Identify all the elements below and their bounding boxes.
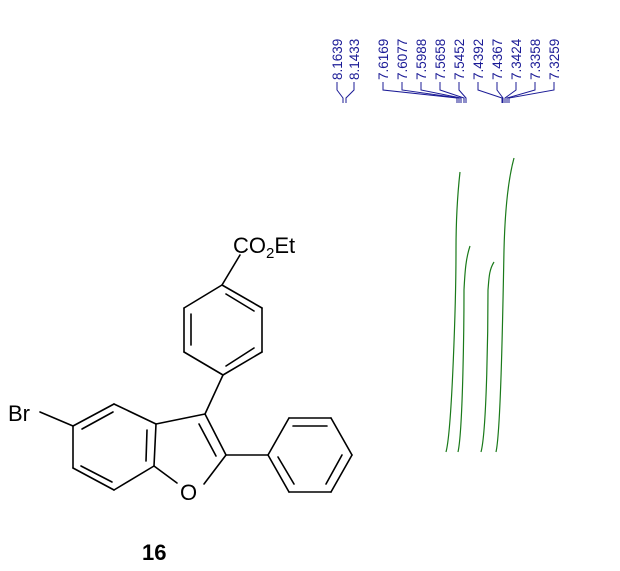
nmr-peak-label: 7.6077 bbox=[395, 39, 410, 80]
nmr-peak-leader bbox=[508, 82, 555, 103]
chemical-structure bbox=[39, 254, 353, 493]
nmr-peak-leader bbox=[496, 82, 504, 103]
nmr-peak-leader bbox=[477, 82, 503, 103]
nmr-peak-leader bbox=[506, 82, 536, 103]
nmr-peak-label: 7.3424 bbox=[509, 38, 524, 80]
ester-label: CO2Et bbox=[233, 233, 295, 262]
nmr-peak-label: 7.3358 bbox=[528, 39, 543, 80]
nmr-peak-leader-lines bbox=[336, 82, 555, 103]
nmr-peak-label: 7.6169 bbox=[376, 39, 391, 80]
integral-curve-2 bbox=[457, 245, 471, 453]
integral-curve-3 bbox=[480, 261, 495, 453]
ring-oxygen-label: O bbox=[180, 480, 197, 505]
furan-ring bbox=[153, 413, 227, 485]
integral-curve-1 bbox=[445, 171, 461, 453]
nmr-peak-label: 7.5658 bbox=[433, 39, 448, 80]
bond-aryl-to-c3 bbox=[204, 374, 224, 415]
integral-curve-4 bbox=[495, 157, 515, 453]
nmr-peak-label: 7.4392 bbox=[471, 39, 486, 80]
bond-to-bromine bbox=[39, 411, 74, 427]
nmr-peak-leader bbox=[420, 82, 462, 103]
nmr-peak-label: 7.4367 bbox=[490, 39, 505, 80]
nmr-peak-leader bbox=[458, 82, 467, 103]
nmr-peak-leader bbox=[345, 82, 355, 103]
benzo-ring bbox=[72, 403, 157, 491]
nmr-peak-label: 7.3259 bbox=[547, 39, 562, 80]
nmr-peak-leader bbox=[401, 82, 460, 103]
bromine-label: Br bbox=[8, 401, 30, 426]
phenyl-ring bbox=[267, 417, 353, 493]
nmr-peak-label: 8.1433 bbox=[347, 39, 362, 80]
nmr-peak-leader bbox=[504, 82, 517, 103]
atom-labels: CO2Et Br O bbox=[8, 233, 295, 505]
bond-ring-to-ester bbox=[221, 254, 241, 286]
compound-number: 16 bbox=[142, 540, 166, 565]
nmr-peak-leader bbox=[336, 82, 344, 103]
nmr-peak-label: 7.5988 bbox=[414, 39, 429, 80]
aryl-ring bbox=[183, 284, 263, 376]
nmr-peak-label: 7.5452 bbox=[452, 39, 467, 80]
nmr-peak-leader bbox=[382, 82, 458, 103]
nmr-integral-curves bbox=[445, 157, 515, 453]
nmr-peak-leader bbox=[439, 82, 465, 103]
nmr-peak-label: 8.1639 bbox=[330, 39, 345, 80]
